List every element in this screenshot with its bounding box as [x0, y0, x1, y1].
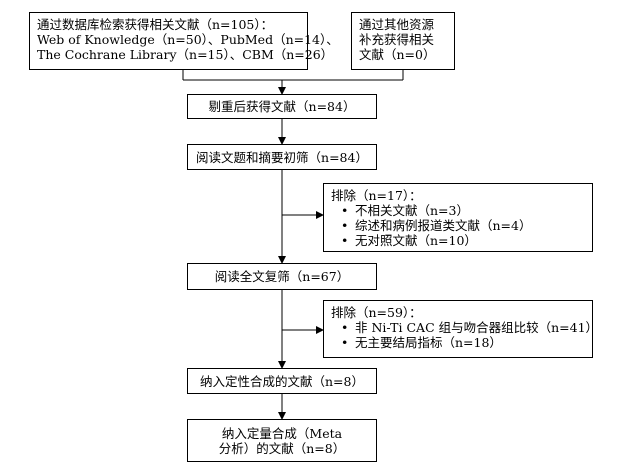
- deduplication-box: 剔重后获得文献（n=84）: [187, 94, 377, 119]
- database-search-line2: Web of Knowledge（n=50）、PubMed（n=14）、: [37, 32, 339, 47]
- quantitative-line1: 纳入定量合成（Meta: [221, 425, 343, 441]
- exclusion1-list: 不相关文献（n=3） 综述和病例报道类文献（n=4） 无对照文献（n=10）: [331, 203, 585, 248]
- title-abstract-label: 阅读文题和摘要初筛（n=84）: [196, 149, 368, 165]
- qualitative-label: 纳入定性合成的文献（n=8）: [200, 373, 364, 389]
- exclusion2-list: 非 Ni-Ti CAC 组与吻合器组比较（n=41） 无主要结局指标（n=18）: [331, 320, 598, 350]
- other-sources-line2: 补充获得相关: [359, 32, 435, 47]
- database-search-line3: The Cochrane Library（n=15）、CBM（n=26）: [37, 47, 334, 62]
- exclusion1-heading: 排除（n=17）：: [331, 188, 422, 203]
- exclusion1-item: 不相关文献（n=3）: [331, 203, 585, 218]
- exclusion2-heading: 排除（n=59）：: [331, 305, 422, 320]
- database-search-line1: 通过数据库检索获得相关文献（n=105）：: [37, 17, 274, 32]
- exclusion2-item: 无主要结局指标（n=18）: [331, 335, 585, 350]
- exclusion1-item: 综述和病例报道类文献（n=4）: [331, 218, 585, 233]
- exclusion-box-1: 排除（n=17）： 不相关文献（n=3） 综述和病例报道类文献（n=4） 无对照…: [323, 183, 593, 252]
- quantitative-synthesis-box: 纳入定量合成（Meta 分析）的文献（n=8）: [187, 419, 377, 462]
- quantitative-line2: 分析）的文献（n=8）: [218, 440, 346, 456]
- other-sources-line3: 文献（n=0）: [359, 47, 436, 62]
- fulltext-label: 阅读全文复筛（n=67）: [214, 269, 350, 284]
- qualitative-synthesis-box: 纳入定性合成的文献（n=8）: [187, 368, 377, 394]
- fulltext-screening-box: 阅读全文复筛（n=67）: [187, 263, 377, 290]
- database-search-box: 通过数据库检索获得相关文献（n=105）： Web of Knowledge（n…: [29, 12, 339, 70]
- deduplication-label: 剔重后获得文献（n=84）: [208, 99, 356, 114]
- exclusion1-item: 无对照文献（n=10）: [331, 233, 585, 248]
- other-sources-line1: 通过其他资源: [359, 17, 435, 32]
- exclusion-box-2: 排除（n=59）： 非 Ni-Ti CAC 组与吻合器组比较（n=41） 无主要…: [323, 300, 598, 358]
- other-sources-box: 通过其他资源 补充获得相关 文献（n=0）: [351, 12, 455, 70]
- exclusion2-item: 非 Ni-Ti CAC 组与吻合器组比较（n=41）: [331, 320, 598, 335]
- title-abstract-screening-box: 阅读文题和摘要初筛（n=84）: [187, 144, 377, 170]
